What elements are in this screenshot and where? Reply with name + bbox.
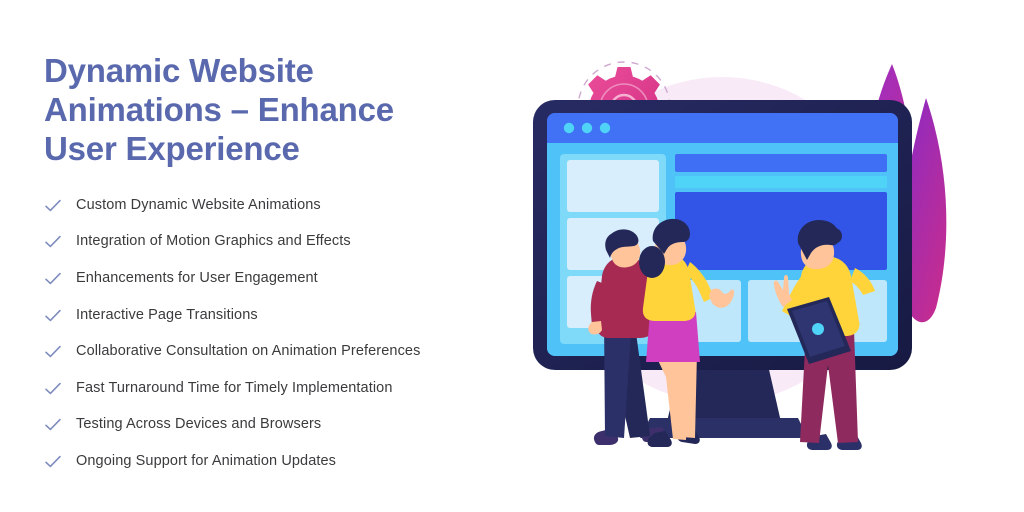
check-icon — [44, 270, 62, 288]
check-icon — [44, 453, 62, 471]
list-item-label: Testing Across Devices and Browsers — [76, 416, 322, 433]
list-item: Ongoing Support for Animation Updates — [44, 451, 464, 472]
list-item-label: Integration of Motion Graphics and Effec… — [76, 233, 351, 250]
sidebar-card — [567, 160, 659, 212]
team-reviewing-website-on-monitor-illustration — [500, 0, 1024, 512]
list-item: Integration of Motion Graphics and Effec… — [44, 231, 464, 252]
list-item: Testing Across Devices and Browsers — [44, 414, 464, 435]
person-yellow-shirt-with-tablet — [773, 220, 875, 450]
content-pane: Dynamic Website Animations – Enhance Use… — [0, 0, 500, 512]
check-icon — [44, 380, 62, 398]
illustration-pane — [500, 0, 1024, 512]
content-header-bar — [675, 154, 887, 172]
tablet-icon — [787, 297, 851, 364]
purple-leaf-short — [900, 98, 947, 323]
content-hero-block — [675, 192, 887, 270]
list-item-label: Fast Turnaround Time for Timely Implemen… — [76, 379, 393, 396]
list-item: Enhancements for User Engagement — [44, 268, 464, 289]
list-item: Collaborative Consultation on Animation … — [44, 341, 464, 362]
person-maroon-shirt — [588, 229, 666, 445]
list-item-label: Enhancements for User Engagement — [76, 269, 318, 286]
list-item: Fast Turnaround Time for Timely Implemen… — [44, 378, 464, 399]
check-icon — [44, 197, 62, 215]
check-icon — [44, 343, 62, 361]
list-item-label: Custom Dynamic Website Animations — [76, 196, 321, 213]
list-item-label: Ongoing Support for Animation Updates — [76, 452, 337, 469]
window-dot-icon — [599, 122, 611, 134]
check-icon — [44, 416, 62, 434]
page-title: Dynamic Website Animations – Enhance Use… — [44, 52, 394, 167]
window-dot-icon — [581, 122, 593, 134]
check-icon — [44, 233, 62, 251]
list-item-label: Collaborative Consultation on Animation … — [76, 343, 421, 360]
list-item-label: Interactive Page Transitions — [76, 306, 258, 323]
feature-list: Custom Dynamic Website Animations Integr… — [44, 195, 464, 472]
check-icon — [44, 307, 62, 325]
list-item: Custom Dynamic Website Animations — [44, 195, 464, 216]
browser-titlebar — [547, 113, 898, 143]
content-accent-bar — [675, 176, 887, 188]
person-yellow-top-magenta-skirt — [639, 218, 735, 447]
window-dot-icon — [563, 122, 575, 134]
list-item: Interactive Page Transitions — [44, 305, 464, 326]
